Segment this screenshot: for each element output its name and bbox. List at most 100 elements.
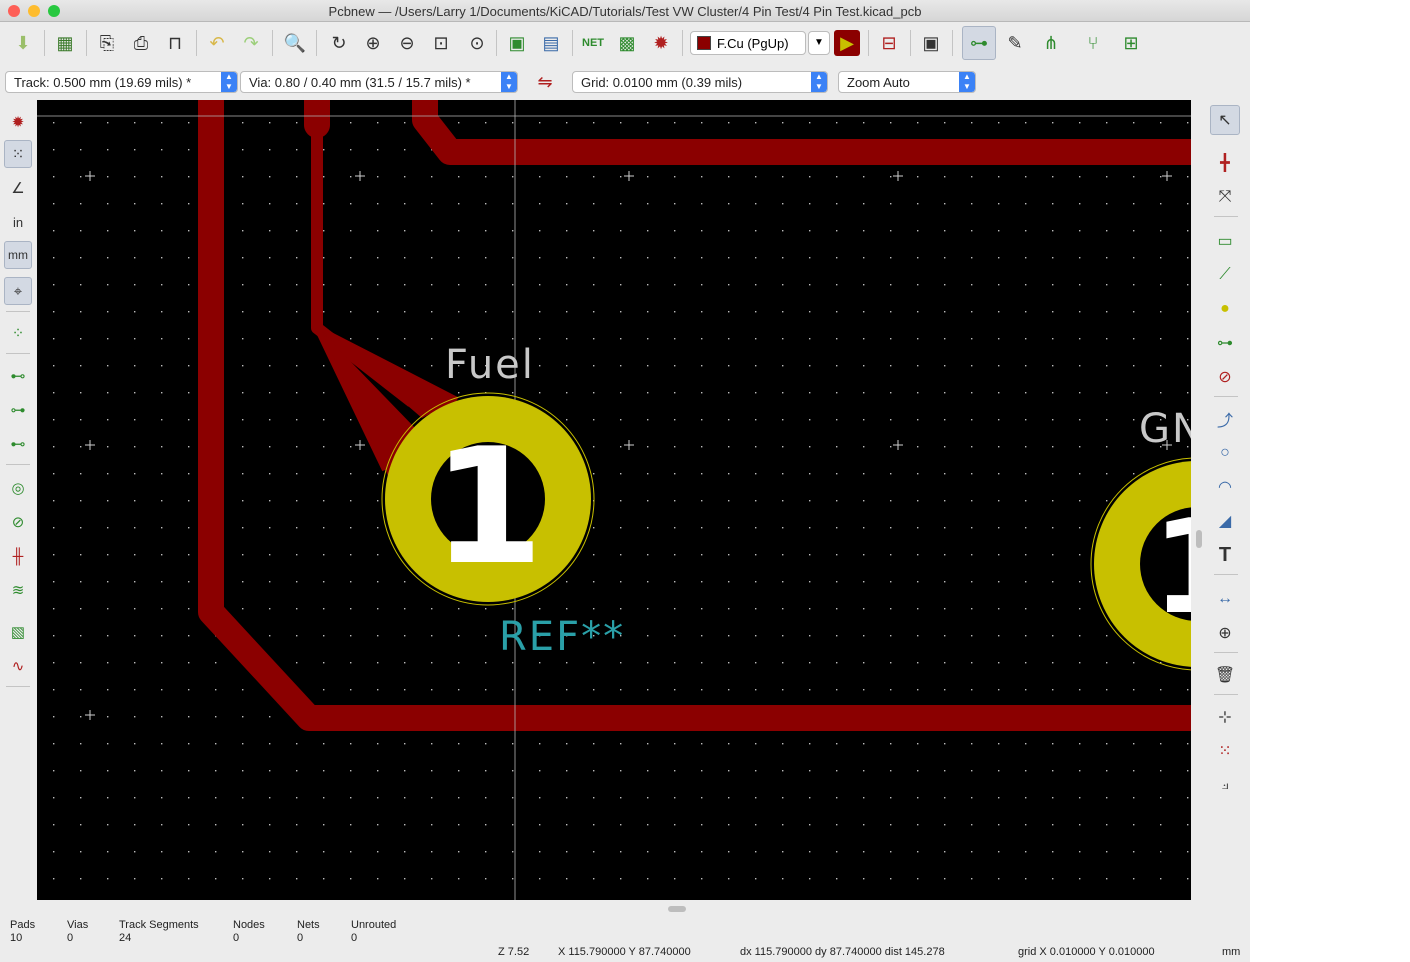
updown-arrow-icon: ▲▼ (501, 72, 517, 92)
layer-select[interactable]: F.Cu (PgUp) (690, 31, 806, 55)
zoom-window-button[interactable] (48, 5, 60, 17)
local-ratsnest-icon[interactable]: ⤧ (1218, 188, 1232, 205)
title-bar: Pcbnew — /Users/Larry 1/Documents/KiCAD/… (0, 0, 1250, 22)
cursor-shape-icon[interactable]: ⌖ (4, 277, 32, 305)
autoroute-icon[interactable]: ⋔ (1043, 32, 1059, 53)
highlight-net-icon[interactable]: ╋ (1220, 155, 1230, 172)
layers-manager-icon[interactable]: ▧ (10, 624, 26, 641)
grid-toggle-icon[interactable]: ⁙ (4, 140, 32, 168)
add-zone-icon[interactable]: ⊶ (1217, 335, 1233, 352)
pad-2[interactable] (1090, 457, 1191, 671)
schematic-icon[interactable]: ⊟ (881, 32, 897, 53)
grid-coords: grid X 0.010000 Y 0.010000 (1018, 946, 1155, 958)
units-mm-button[interactable]: mm (4, 241, 32, 269)
print-icon[interactable]: ⎙ (133, 32, 149, 53)
stat-value: 0 (233, 932, 240, 944)
layer-pair-icon[interactable]: ▶ (834, 30, 860, 56)
add-via-icon[interactable]: ● (1220, 300, 1230, 317)
grid-select[interactable]: Grid: 0.0100 mm (0.39 mils)▲▼ (572, 71, 828, 93)
chevron-down-icon[interactable]: ▼ (808, 31, 830, 55)
zone-fill-icon[interactable]: ⊷ (10, 368, 26, 385)
auto-track-width-icon[interactable]: ⇋ (537, 71, 553, 92)
netlist-icon[interactable]: NET (582, 37, 604, 49)
close-window-button[interactable] (8, 5, 20, 17)
drc-icon[interactable]: ✹ (653, 32, 669, 53)
zone-outline-icon[interactable]: ⊶ (10, 402, 26, 419)
draw-line-icon[interactable]: ⤴ (1216, 413, 1233, 430)
pad-1[interactable] (381, 392, 595, 606)
update-pcb-icon[interactable]: ▩ (618, 32, 636, 53)
high-contrast-icon[interactable]: ≋ (11, 582, 25, 599)
zoom-select[interactable]: Zoom Auto▲▼ (838, 71, 976, 93)
redo-icon[interactable]: ↷ (243, 32, 259, 53)
add-keepout-icon[interactable]: ⊘ (1218, 369, 1232, 386)
stat-value: 0 (67, 932, 74, 944)
relative-coords: dx 115.790000 dy 87.740000 dist 145.278 (740, 946, 945, 958)
grid-origin-icon[interactable]: ⁙ (1218, 743, 1232, 760)
track-width-select[interactable]: Track: 0.500 mm (19.69 mils) *▲▼ (5, 71, 238, 93)
draw-arc-icon[interactable]: ◠ (1218, 479, 1232, 496)
ratsnest-icon[interactable]: ⁘ (11, 325, 25, 342)
drill-origin-icon[interactable]: ⊹ (1218, 709, 1232, 726)
units-inch-label: in (12, 214, 24, 230)
polar-coords-icon[interactable]: ∠ (11, 180, 25, 197)
delete-icon[interactable]: 🗑 (1214, 667, 1236, 684)
track-width-label: Track: 0.500 mm (19.69 mils) * (14, 75, 192, 90)
pcb-drawing: 1 1 Fuel GN REF** (37, 100, 1191, 900)
via-size-select[interactable]: Via: 0.80 / 0.40 mm (31.5 / 15.7 mils) *… (240, 71, 518, 93)
draw-polygon-icon[interactable]: ◢ (1218, 513, 1232, 530)
microwave-tools-icon[interactable]: ⊞ (1123, 32, 1139, 53)
zoom-out-icon[interactable]: ⊖ (399, 32, 415, 53)
find-icon[interactable]: 🔍 (283, 32, 307, 53)
measure-icon[interactable]: ⟓ (1221, 776, 1229, 793)
horizontal-scrollbar[interactable] (668, 906, 686, 912)
add-text-icon[interactable]: T (1218, 543, 1232, 566)
drc-markers-icon[interactable]: ✹ (11, 114, 25, 131)
zone-sketch-icon[interactable]: ⊷ (10, 436, 26, 453)
stat-value: 24 (119, 932, 132, 944)
interactive-router-icon[interactable]: ✎ (1007, 32, 1023, 53)
zoom-in-icon[interactable]: ⊕ (365, 32, 381, 53)
page-settings-icon[interactable]: ⎘ (99, 32, 115, 53)
track-sketch-icon[interactable]: ╫ (12, 547, 24, 565)
select-tool-icon[interactable]: ↖ (1210, 105, 1240, 135)
new-board-icon[interactable]: ⬇ (15, 32, 31, 53)
microwave-icon[interactable]: ∿ (11, 658, 25, 675)
pad-sketch-icon[interactable]: ◎ (11, 480, 25, 497)
footprint-value-text: Fuel (445, 342, 535, 388)
pcb-canvas[interactable]: 1 1 Fuel GN REF** (37, 100, 1191, 900)
units-mm-label: mm (8, 248, 28, 262)
footprint-editor-icon[interactable]: ▣ (508, 32, 526, 53)
draw-circle-icon[interactable]: ○ (1220, 444, 1230, 461)
zoom-selection-icon[interactable]: ⊙ (469, 32, 485, 53)
footprint-mode-icon[interactable]: ⊶ (962, 26, 996, 60)
right-toolbar (1206, 100, 1246, 900)
length-tune-icon[interactable]: ⑂ (1087, 32, 1099, 53)
footprint-value-text: GN (1139, 406, 1191, 452)
units-inch-button[interactable]: in (4, 208, 32, 236)
zoom-fit-icon[interactable]: ⊡ (433, 32, 449, 53)
add-target-icon[interactable]: ⊕ (1218, 625, 1232, 642)
scripting-console-icon[interactable]: ▣ (922, 32, 940, 53)
add-dimension-icon[interactable]: ↔ (1217, 590, 1233, 607)
pad-number: 1 (432, 413, 543, 600)
plot-icon[interactable]: ⊓ (167, 32, 183, 53)
add-footprint-icon[interactable]: ▭ (1217, 233, 1233, 250)
zoom-label: Zoom Auto (847, 75, 910, 90)
layer-color-swatch (697, 36, 711, 50)
redraw-icon[interactable]: ↻ (331, 32, 347, 53)
stat-label: Unrouted (351, 919, 397, 931)
stat-value: 0 (351, 932, 358, 944)
board-setup-icon[interactable]: ▦ (56, 32, 74, 53)
undo-icon[interactable]: ↶ (209, 32, 225, 53)
minimize-window-button[interactable] (28, 5, 40, 17)
vertical-scrollbar[interactable] (1196, 530, 1202, 548)
stat-label: Pads (10, 919, 36, 931)
via-sketch-icon[interactable]: ⊘ (11, 514, 25, 531)
route-track-icon[interactable]: ⟋ (1219, 266, 1231, 283)
footprint-viewer-icon[interactable]: ▤ (542, 32, 560, 53)
